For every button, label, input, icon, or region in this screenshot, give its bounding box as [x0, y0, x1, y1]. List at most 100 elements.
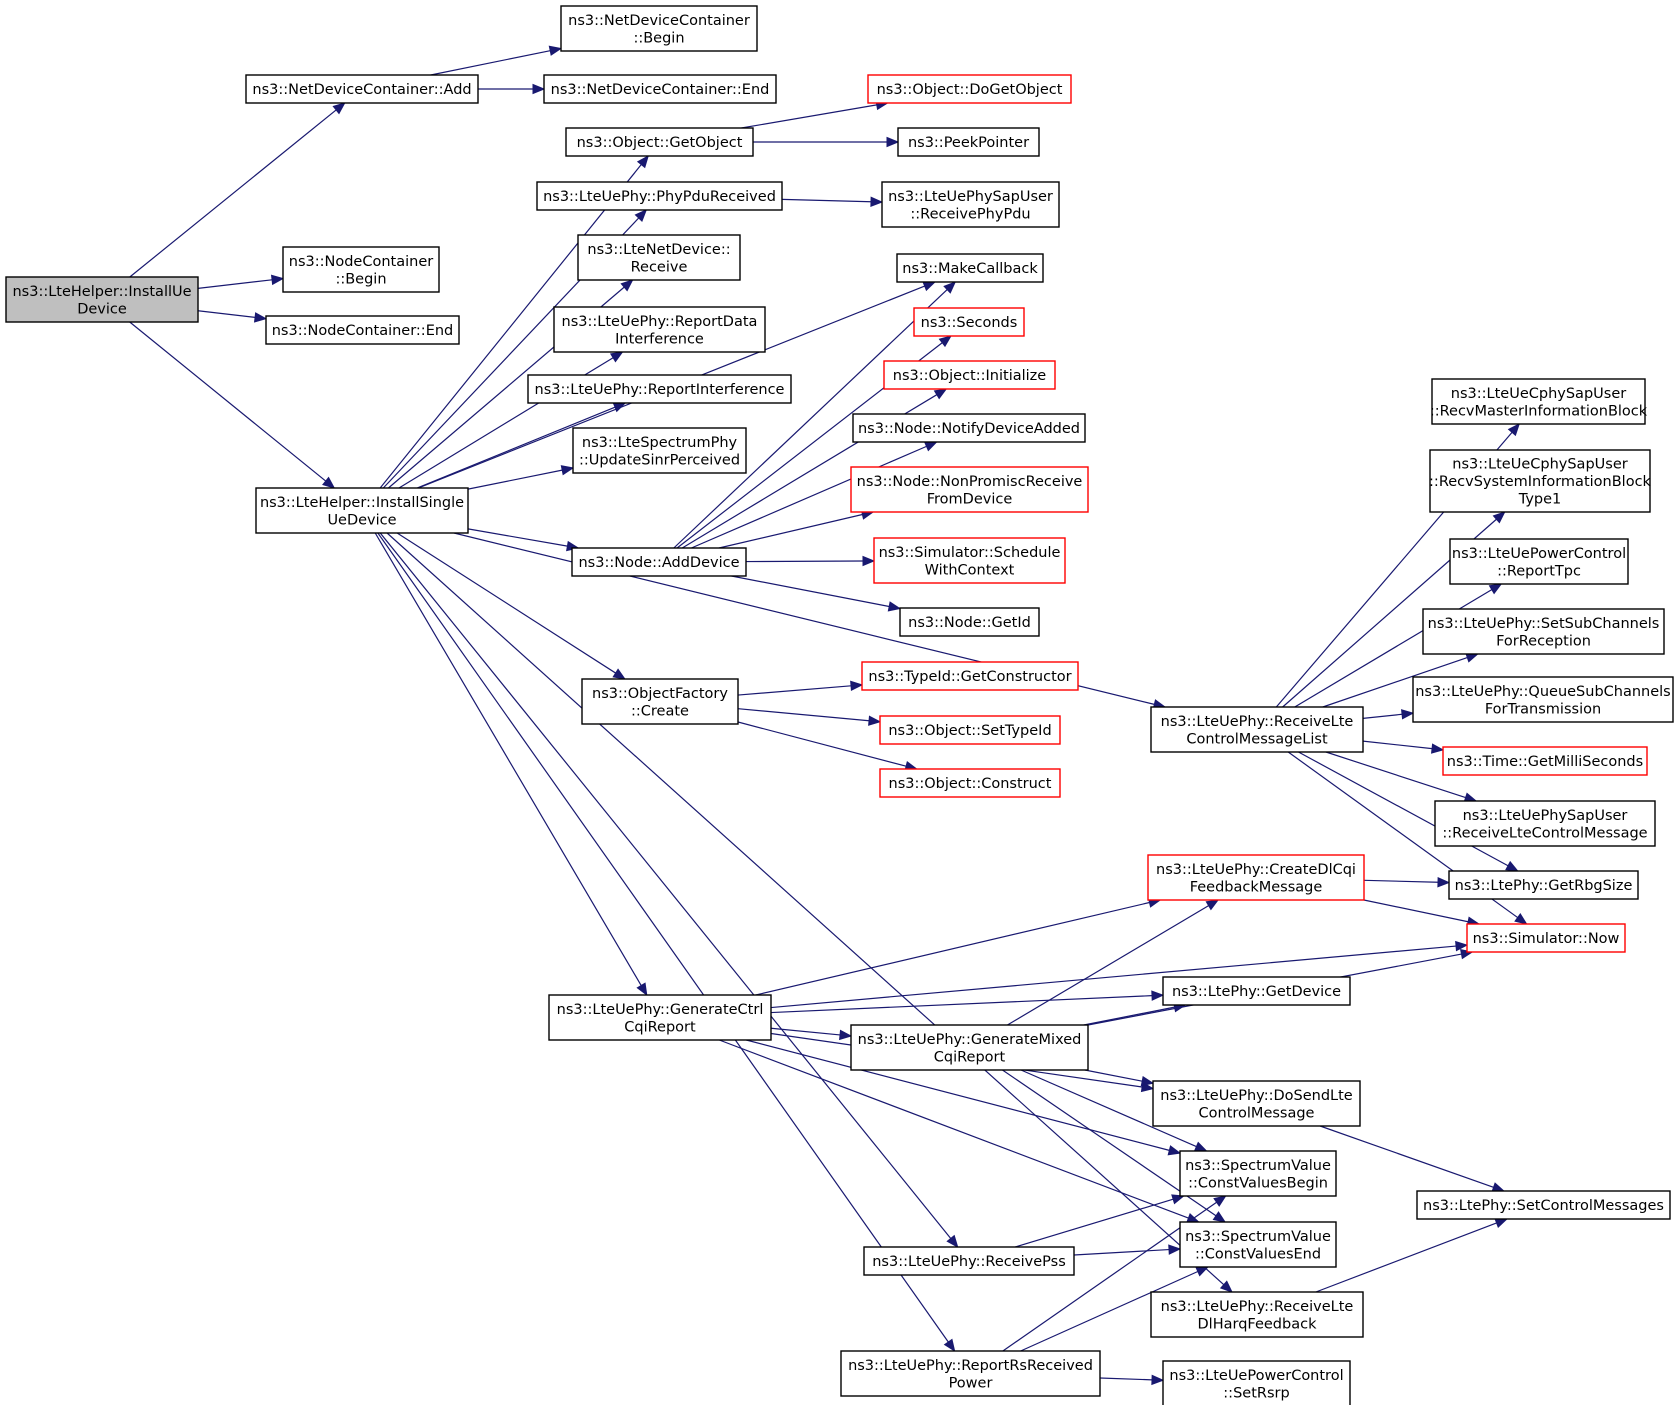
- edge-line: [1362, 740, 1433, 750]
- node-create-dlcqi[interactable]: ns3::LteUePhy::CreateDlCqiFeedbackMessag…: [1147, 854, 1365, 901]
- node-box: [543, 74, 777, 104]
- edge-line: [1020, 1069, 1197, 1148]
- node-set-rsrp[interactable]: ns3::LteUePowerControl::SetRsrp: [1162, 1360, 1351, 1405]
- node-node-getid[interactable]: ns3::Node::GetId: [899, 607, 1040, 637]
- node-label-line: ns3::LteHelper::InstallSingle: [260, 495, 464, 511]
- edge-root-to-ndc_add: [129, 102, 346, 278]
- node-label-line: ns3::Object::SetTypeId: [888, 723, 1051, 739]
- node-time-getms[interactable]: ns3::Time::GetMilliSeconds: [1442, 746, 1648, 776]
- node-label-line: ns3::Object::Construct: [889, 776, 1052, 792]
- arrowhead: [943, 1338, 956, 1353]
- node-set-ctrl-msgs[interactable]: ns3::LtePhy::SetControlMessages: [1416, 1190, 1671, 1220]
- node-ndc-end[interactable]: ns3::NetDeviceContainer::End: [543, 74, 777, 104]
- node-sapuser-recvpdu[interactable]: ns3::LteUePhySapUser::ReceivePhyPdu: [881, 181, 1060, 228]
- edge-line: [379, 164, 642, 489]
- node-obj-initialize[interactable]: ns3::Object::Initialize: [883, 360, 1056, 390]
- edge-line: [718, 513, 863, 549]
- edge-create_dlcqi-to-sim_now: [1363, 899, 1481, 927]
- node-label-line: ns3::TypeId::GetConstructor: [868, 669, 1071, 685]
- arrowhead: [1151, 990, 1165, 1001]
- node-label-line: ns3::LteUeCphySapUser: [1452, 457, 1627, 473]
- edge-line: [1363, 899, 1469, 923]
- edge-line: [737, 708, 870, 722]
- node-box: [863, 1246, 1075, 1276]
- node-objfactory-create[interactable]: ns3::ObjectFactory::Create: [581, 678, 739, 725]
- arrowhead: [862, 555, 876, 567]
- node-ndc-add[interactable]: ns3::NetDeviceContainer::Add: [245, 74, 479, 104]
- node-obj-dogetobject[interactable]: ns3::Object::DoGetObject: [867, 74, 1072, 104]
- node-sv-end[interactable]: ns3::SpectrumValue::ConstValuesEnd: [1179, 1221, 1337, 1268]
- node-label-line: ForReception: [1496, 633, 1591, 649]
- node-seconds[interactable]: ns3::Seconds: [913, 307, 1025, 337]
- edge-gen_ctrl_cqi-to-ltephy_getdevice: [770, 990, 1165, 1014]
- node-box: [1179, 1221, 1337, 1268]
- edge-obj_getobject-to-obj_dogetobject: [741, 99, 889, 129]
- edge-objfactory_create-to-obj_settypeid: [737, 708, 882, 726]
- node-recv-pss[interactable]: ns3::LteUePhy::ReceivePss: [863, 1246, 1075, 1276]
- arrowhead: [933, 388, 948, 400]
- node-update-sinr[interactable]: ns3::LteSpectrumPhy::UpdateSinrPerceived: [572, 427, 747, 474]
- edge-gen_mixed_cqi-to-ltephy_getdevice: [1083, 1002, 1187, 1026]
- node-label-line: ns3::LteUePhy::ReceivePss: [872, 1254, 1066, 1270]
- node-netdev-receive[interactable]: ns3::LteNetDevice::Receive: [577, 234, 741, 281]
- edge-line: [746, 1039, 1170, 1151]
- node-obj-getobject[interactable]: ns3::Object::GetObject: [565, 127, 754, 157]
- node-ltephy-getrbg[interactable]: ns3::LtePhy::GetRbgSize: [1448, 870, 1639, 900]
- edge-line: [745, 560, 864, 563]
- node-box: [560, 5, 758, 52]
- edge-line: [1298, 751, 1509, 867]
- node-recv-mib[interactable]: ns3::LteUeCphySapUser::RecvMasterInforma…: [1430, 378, 1648, 425]
- node-set-subch-rx[interactable]: ns3::LteUePhy::SetSubChannelsForReceptio…: [1422, 608, 1665, 655]
- edge-node_adddevice-to-sim_schedule: [745, 555, 876, 567]
- node-box: [265, 315, 460, 345]
- node-typeid-getctor[interactable]: ns3::TypeId::GetConstructor: [861, 661, 1079, 691]
- node-label-line: UeDevice: [327, 512, 396, 528]
- edge-install_single-to-objfactory_create: [396, 532, 627, 680]
- node-box: [1434, 800, 1656, 847]
- arrowhead: [1494, 1218, 1509, 1229]
- node-report-intf[interactable]: ns3::LteUePhy::ReportInterference: [527, 374, 792, 404]
- node-box: [1422, 608, 1665, 655]
- node-nc-begin[interactable]: ns3::NodeContainer::Begin: [282, 246, 440, 293]
- node-obj-construct[interactable]: ns3::Object::Construct: [879, 768, 1061, 798]
- node-label-line: ::Create: [631, 703, 689, 719]
- node-box: [5, 276, 199, 323]
- node-label-line: ns3::Simulator::Schedule: [879, 545, 1061, 561]
- edge-line: [197, 279, 273, 289]
- node-obj-settypeid[interactable]: ns3::Object::SetTypeId: [879, 715, 1061, 745]
- node-recv-ctrl-list[interactable]: ns3::LteUePhy::ReceiveLteControlMessageL…: [1150, 706, 1364, 753]
- node-sv-begin[interactable]: ns3::SpectrumValue::ConstValuesBegin: [1179, 1150, 1337, 1197]
- node-sim-now[interactable]: ns3::Simulator::Now: [1466, 923, 1626, 953]
- node-phypdu[interactable]: ns3::LteUePhy::PhyPduReceived: [536, 181, 783, 211]
- arrowhead: [1437, 876, 1451, 888]
- node-notify-added[interactable]: ns3::Node::NotifyDeviceAdded: [852, 413, 1086, 443]
- node-peekpointer[interactable]: ns3::PeekPointer: [897, 127, 1040, 157]
- node-ltephy-getdevice[interactable]: ns3::LtePhy::GetDevice: [1162, 976, 1351, 1006]
- node-makecallback[interactable]: ns3::MakeCallback: [896, 253, 1044, 283]
- node-sapuser-recvctrl[interactable]: ns3::LteUePhySapUser::ReceiveLteControlM…: [1434, 800, 1656, 847]
- node-box: [1466, 923, 1626, 953]
- node-nc-end[interactable]: ns3::NodeContainer::End: [265, 315, 460, 345]
- node-label-line: ns3::NodeContainer::End: [272, 323, 454, 339]
- node-node-adddevice[interactable]: ns3::Node::AddDevice: [571, 547, 747, 577]
- node-label-line: ::Begin: [633, 30, 684, 46]
- node-recv-sib1[interactable]: ns3::LteUeCphySapUser::RecvSystemInforma…: [1429, 449, 1652, 513]
- node-report-tpc[interactable]: ns3::LteUePowerControl::ReportTpc: [1449, 538, 1629, 585]
- node-box: [1448, 870, 1639, 900]
- node-label-line: ns3::PeekPointer: [908, 135, 1029, 151]
- node-ndc-begin[interactable]: ns3::NetDeviceContainer::Begin: [560, 5, 758, 52]
- node-box: [1162, 976, 1351, 1006]
- arrowhead: [923, 441, 938, 452]
- edge-recv_dlharq-to-set_ctrl_msgs: [1315, 1218, 1509, 1293]
- edge-gen_mixed_cqi-to-sv_begin: [1020, 1069, 1208, 1152]
- node-queue-subch-tx[interactable]: ns3::LteUePhy::QueueSubChannelsForTransm…: [1412, 676, 1674, 723]
